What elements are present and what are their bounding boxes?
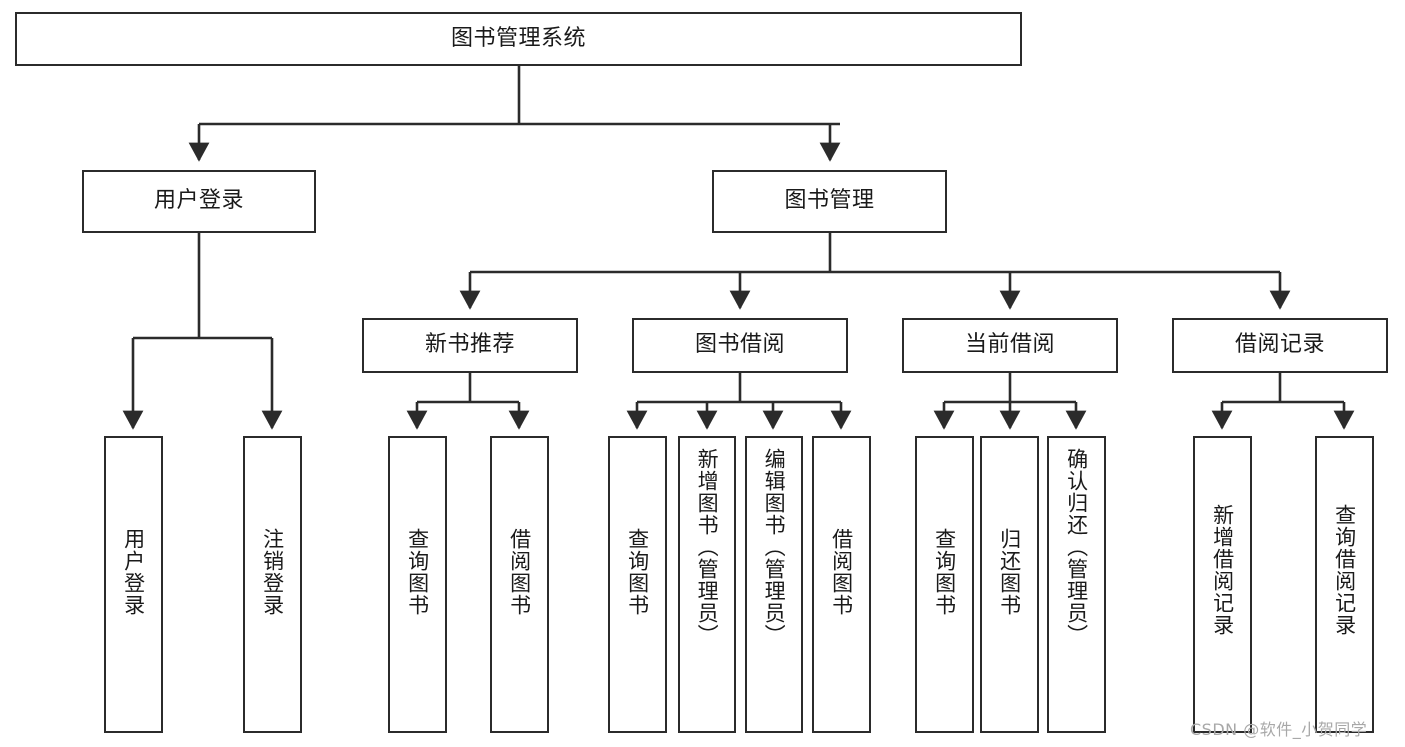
node-leaf-query-book-3-label: 查询图书 — [932, 528, 957, 616]
node-leaf-edit-book[interactable]: 编辑图书（管理员） — [745, 436, 803, 733]
node-leaf-query-book-2[interactable]: 查询图书 — [608, 436, 667, 733]
node-leaf-borrow-book-2[interactable]: 借阅图书 — [812, 436, 871, 733]
watermark: CSDN @软件_小贺同学 — [1190, 720, 1368, 739]
node-leaf-confirm-return[interactable]: 确认归还（管理员） — [1047, 436, 1106, 733]
node-leaf-query-record[interactable]: 查询借阅记录 — [1315, 436, 1374, 733]
node-book-borrow[interactable]: 图书借阅 — [632, 318, 848, 373]
node-root-label: 图书管理系统 — [450, 25, 586, 51]
node-leaf-query-book-2-label: 查询图书 — [625, 528, 650, 616]
node-current-borrow-label: 当前借阅 — [964, 332, 1055, 358]
node-leaf-borrow-book-2-label: 借阅图书 — [829, 528, 854, 616]
node-book-management[interactable]: 图书管理 — [712, 170, 947, 233]
node-current-borrow[interactable]: 当前借阅 — [902, 318, 1118, 373]
node-book-management-label: 图书管理 — [784, 188, 875, 214]
node-leaf-confirm-return-label: 确认归还（管理员） — [1064, 448, 1089, 646]
node-leaf-borrow-book-1-label: 借阅图书 — [507, 528, 532, 616]
node-leaf-query-book-1-label: 查询图书 — [405, 528, 430, 616]
node-leaf-return-book[interactable]: 归还图书 — [980, 436, 1039, 733]
node-leaf-add-record-label: 新增借阅记录 — [1210, 504, 1235, 636]
node-leaf-logout-login[interactable]: 注销登录 — [243, 436, 302, 733]
node-leaf-user-login-label: 用户登录 — [121, 528, 146, 616]
node-user-login-label: 用户登录 — [153, 188, 244, 214]
node-leaf-borrow-book-1[interactable]: 借阅图书 — [490, 436, 549, 733]
node-leaf-add-book-label: 新增图书（管理员） — [695, 448, 720, 646]
node-borrow-record-label: 借阅记录 — [1234, 332, 1325, 358]
node-leaf-query-record-label: 查询借阅记录 — [1332, 504, 1357, 636]
node-new-book-recommend-label: 新书推荐 — [424, 332, 515, 358]
node-root[interactable]: 图书管理系统 — [15, 12, 1022, 66]
node-user-login[interactable]: 用户登录 — [82, 170, 316, 233]
node-leaf-query-book-1[interactable]: 查询图书 — [388, 436, 447, 733]
node-leaf-user-login[interactable]: 用户登录 — [104, 436, 163, 733]
node-leaf-query-book-3[interactable]: 查询图书 — [915, 436, 974, 733]
node-leaf-add-book[interactable]: 新增图书（管理员） — [678, 436, 736, 733]
node-borrow-record[interactable]: 借阅记录 — [1172, 318, 1388, 373]
node-book-borrow-label: 图书借阅 — [694, 332, 785, 358]
node-leaf-logout-login-label: 注销登录 — [260, 528, 285, 616]
node-new-book-recommend[interactable]: 新书推荐 — [362, 318, 578, 373]
node-leaf-add-record[interactable]: 新增借阅记录 — [1193, 436, 1252, 733]
node-leaf-return-book-label: 归还图书 — [997, 528, 1022, 616]
node-leaf-edit-book-label: 编辑图书（管理员） — [762, 448, 787, 646]
